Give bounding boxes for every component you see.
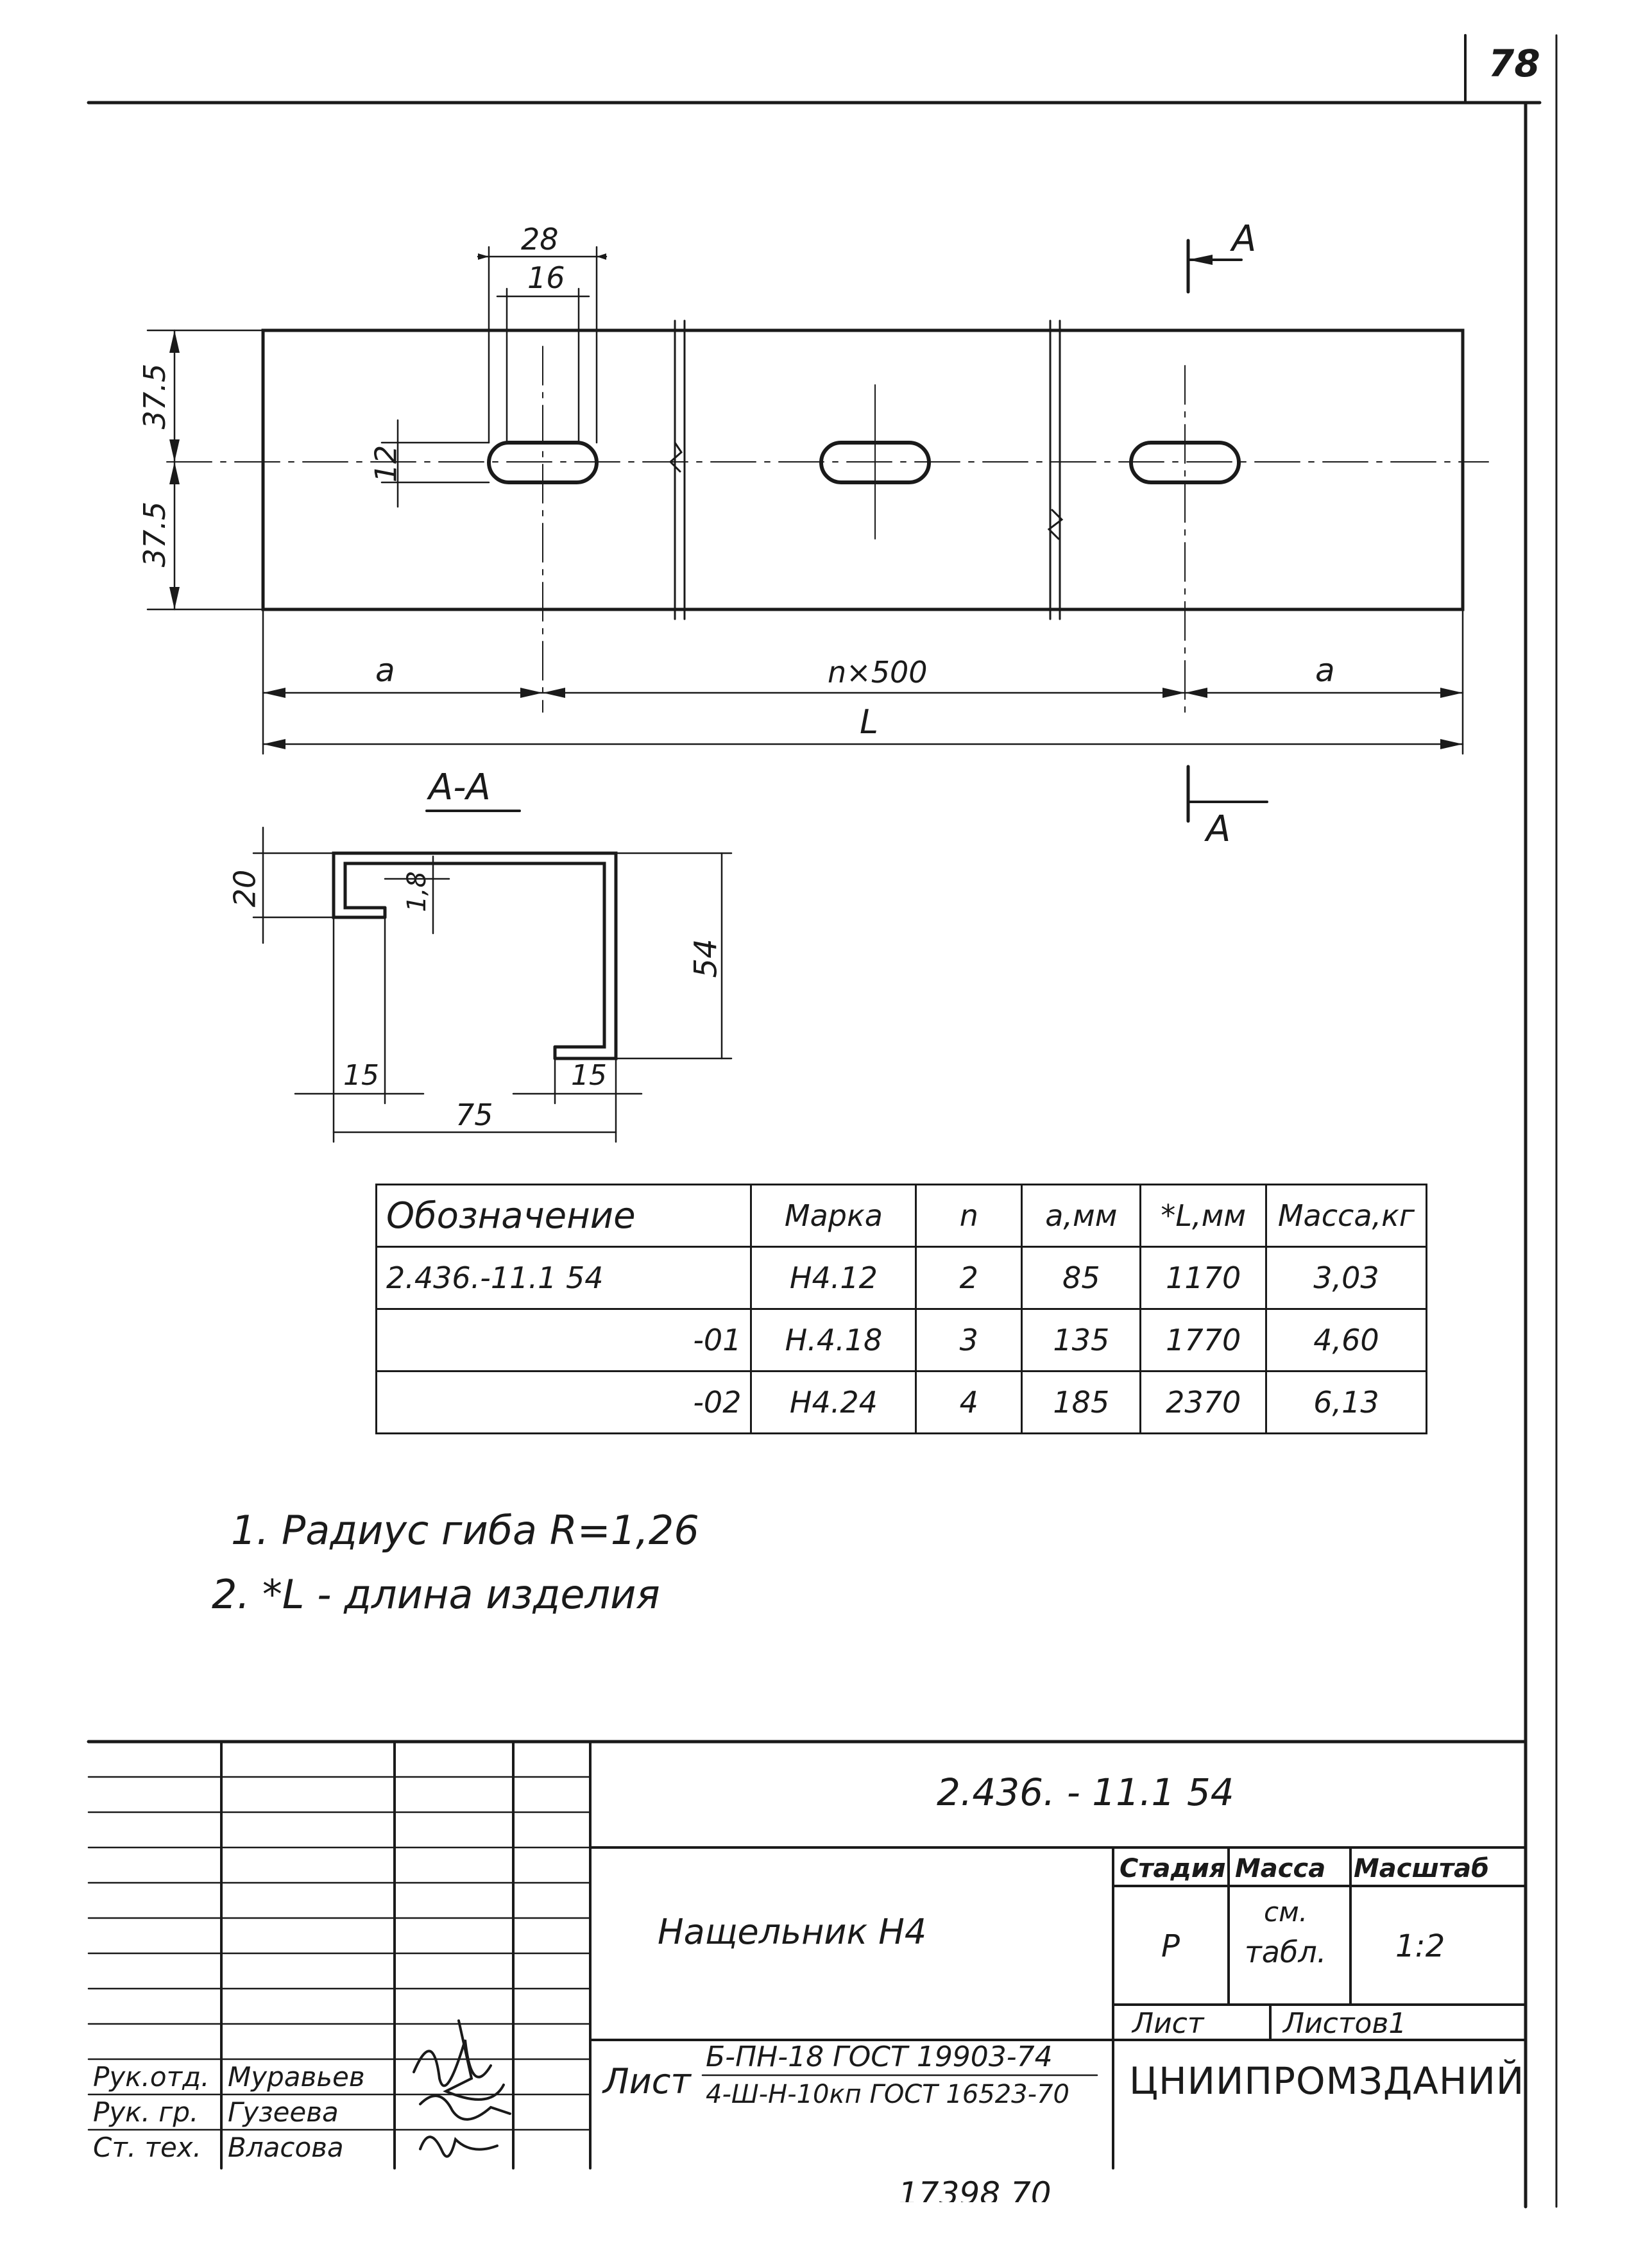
mass-label: Масса bbox=[1235, 1854, 1326, 1883]
page-number: 78 bbox=[1488, 42, 1540, 85]
material-line-2: 4-Ш-Н-10кп ГОСТ 16523-70 bbox=[706, 2080, 1069, 2109]
note-1: 1. Радиус гиба R=1,26 bbox=[231, 1507, 699, 1554]
header-cell: Обозначение bbox=[375, 1184, 753, 1248]
header-cell: n bbox=[915, 1184, 1023, 1248]
table-cell: 2370 bbox=[1139, 1370, 1267, 1434]
table-row: -02 Н4.24 4 185 2370 6,13 bbox=[375, 1370, 1428, 1434]
role-name: Гузеева bbox=[228, 2096, 339, 2128]
table-cell: -02 bbox=[375, 1370, 753, 1434]
dim-37-5-top: 37.5 bbox=[137, 363, 173, 430]
plate-plan-view bbox=[166, 319, 1489, 713]
signature-marks bbox=[413, 2019, 511, 2158]
part-name: Нащельник Н4 bbox=[658, 1912, 927, 1952]
note-2: 2. *L - длина изделия bbox=[212, 1571, 660, 1618]
stage-label: Стадия bbox=[1120, 1854, 1226, 1883]
header-cell: Масса,кг bbox=[1265, 1184, 1428, 1248]
table-cell: 1770 bbox=[1139, 1308, 1267, 1372]
table-cell: 6,13 bbox=[1265, 1370, 1428, 1434]
table-row: 2.436.-11.1 54 Н4.12 2 85 1170 3,03 bbox=[375, 1246, 1428, 1310]
role-name: Муравьев bbox=[228, 2061, 365, 2093]
table-cell: Н.4.18 bbox=[750, 1308, 917, 1372]
stage-value: Р bbox=[1161, 1928, 1180, 1964]
header-cell: *L,мм bbox=[1139, 1184, 1267, 1248]
plan-dimensions bbox=[146, 239, 1464, 823]
table-cell: Н4.12 bbox=[750, 1246, 917, 1310]
spec-table: Обозначение Марка n a,мм *L,мм Масса,кг … bbox=[375, 1184, 1428, 1434]
table-cell: 185 bbox=[1021, 1370, 1142, 1434]
section-aa-profile bbox=[332, 810, 618, 1060]
sheets-label: Листов1 bbox=[1283, 2007, 1407, 2040]
section-dim-1-8: 1,8 bbox=[402, 871, 432, 912]
table-cell: 4 bbox=[915, 1370, 1023, 1434]
dim-12: 12 bbox=[368, 445, 404, 483]
section-aa-dimensions bbox=[252, 826, 733, 1143]
mass-value-line1: см. bbox=[1264, 1896, 1308, 1928]
mass-value-line2: табл. bbox=[1245, 1935, 1327, 1969]
role-label: Ст. тех. bbox=[93, 2132, 202, 2163]
title-block-grid bbox=[87, 1740, 1528, 2170]
dim-a-right: a bbox=[1315, 652, 1335, 689]
cut-mark-bottom-label: A bbox=[1206, 808, 1231, 850]
section-dim-15-left: 15 bbox=[343, 1059, 379, 1092]
scale-label: Масштаб bbox=[1354, 1854, 1490, 1883]
table-cell: 4,60 bbox=[1265, 1308, 1428, 1372]
table-cell: -01 bbox=[375, 1308, 753, 1372]
table-cell: 1170 bbox=[1139, 1246, 1267, 1310]
material-label: Лист bbox=[603, 2061, 691, 2102]
section-dim-15-right: 15 bbox=[571, 1059, 607, 1092]
scale-value: 1:2 bbox=[1395, 1928, 1445, 1964]
header-cell: a,мм bbox=[1021, 1184, 1142, 1248]
sheet-frame bbox=[87, 34, 1558, 2209]
dimension-arrows bbox=[169, 253, 1463, 749]
table-row: -01 Н.4.18 3 135 1770 4,60 bbox=[375, 1308, 1428, 1372]
section-dim-54: 54 bbox=[688, 938, 724, 978]
table-cell: 2.436.-11.1 54 bbox=[375, 1246, 753, 1310]
table-cell: 135 bbox=[1021, 1308, 1142, 1372]
section-title: A-A bbox=[429, 767, 491, 808]
header-cell: Марка bbox=[750, 1184, 917, 1248]
section-dim-75: 75 bbox=[456, 1098, 493, 1132]
table-cell: 2 bbox=[915, 1246, 1023, 1310]
table-cell: 3,03 bbox=[1265, 1246, 1428, 1310]
bottom-number: 17398 70 bbox=[898, 2178, 1052, 2202]
dim-16: 16 bbox=[527, 260, 565, 295]
dim-28: 28 bbox=[521, 222, 559, 257]
table-header-row: Обозначение Марка n a,мм *L,мм Масса,кг bbox=[375, 1184, 1428, 1248]
table-cell: 3 bbox=[915, 1308, 1023, 1372]
doc-code: 2.436. - 11.1 54 bbox=[937, 1771, 1234, 1814]
dim-pitch: n×500 bbox=[828, 655, 928, 690]
role-label: Рук.отд. bbox=[93, 2061, 210, 2093]
organization: ЦНИИПРОМЗДАНИЙ bbox=[1129, 2059, 1525, 2103]
dim-37-5-bottom: 37.5 bbox=[137, 501, 173, 568]
table-cell: 85 bbox=[1021, 1246, 1142, 1310]
table-cell: Н4.24 bbox=[750, 1370, 917, 1434]
role-label: Рук. гр. bbox=[93, 2096, 199, 2128]
material-line-1: Б-ПН-18 ГОСТ 19903-74 bbox=[706, 2041, 1053, 2073]
section-dim-20: 20 bbox=[227, 869, 262, 908]
dim-L: L bbox=[860, 703, 878, 742]
cut-mark-top-label: A bbox=[1232, 218, 1257, 260]
sheet-label: Лист bbox=[1132, 2007, 1204, 2040]
role-name: Власова bbox=[228, 2132, 344, 2163]
dim-a-left: a bbox=[375, 652, 395, 689]
